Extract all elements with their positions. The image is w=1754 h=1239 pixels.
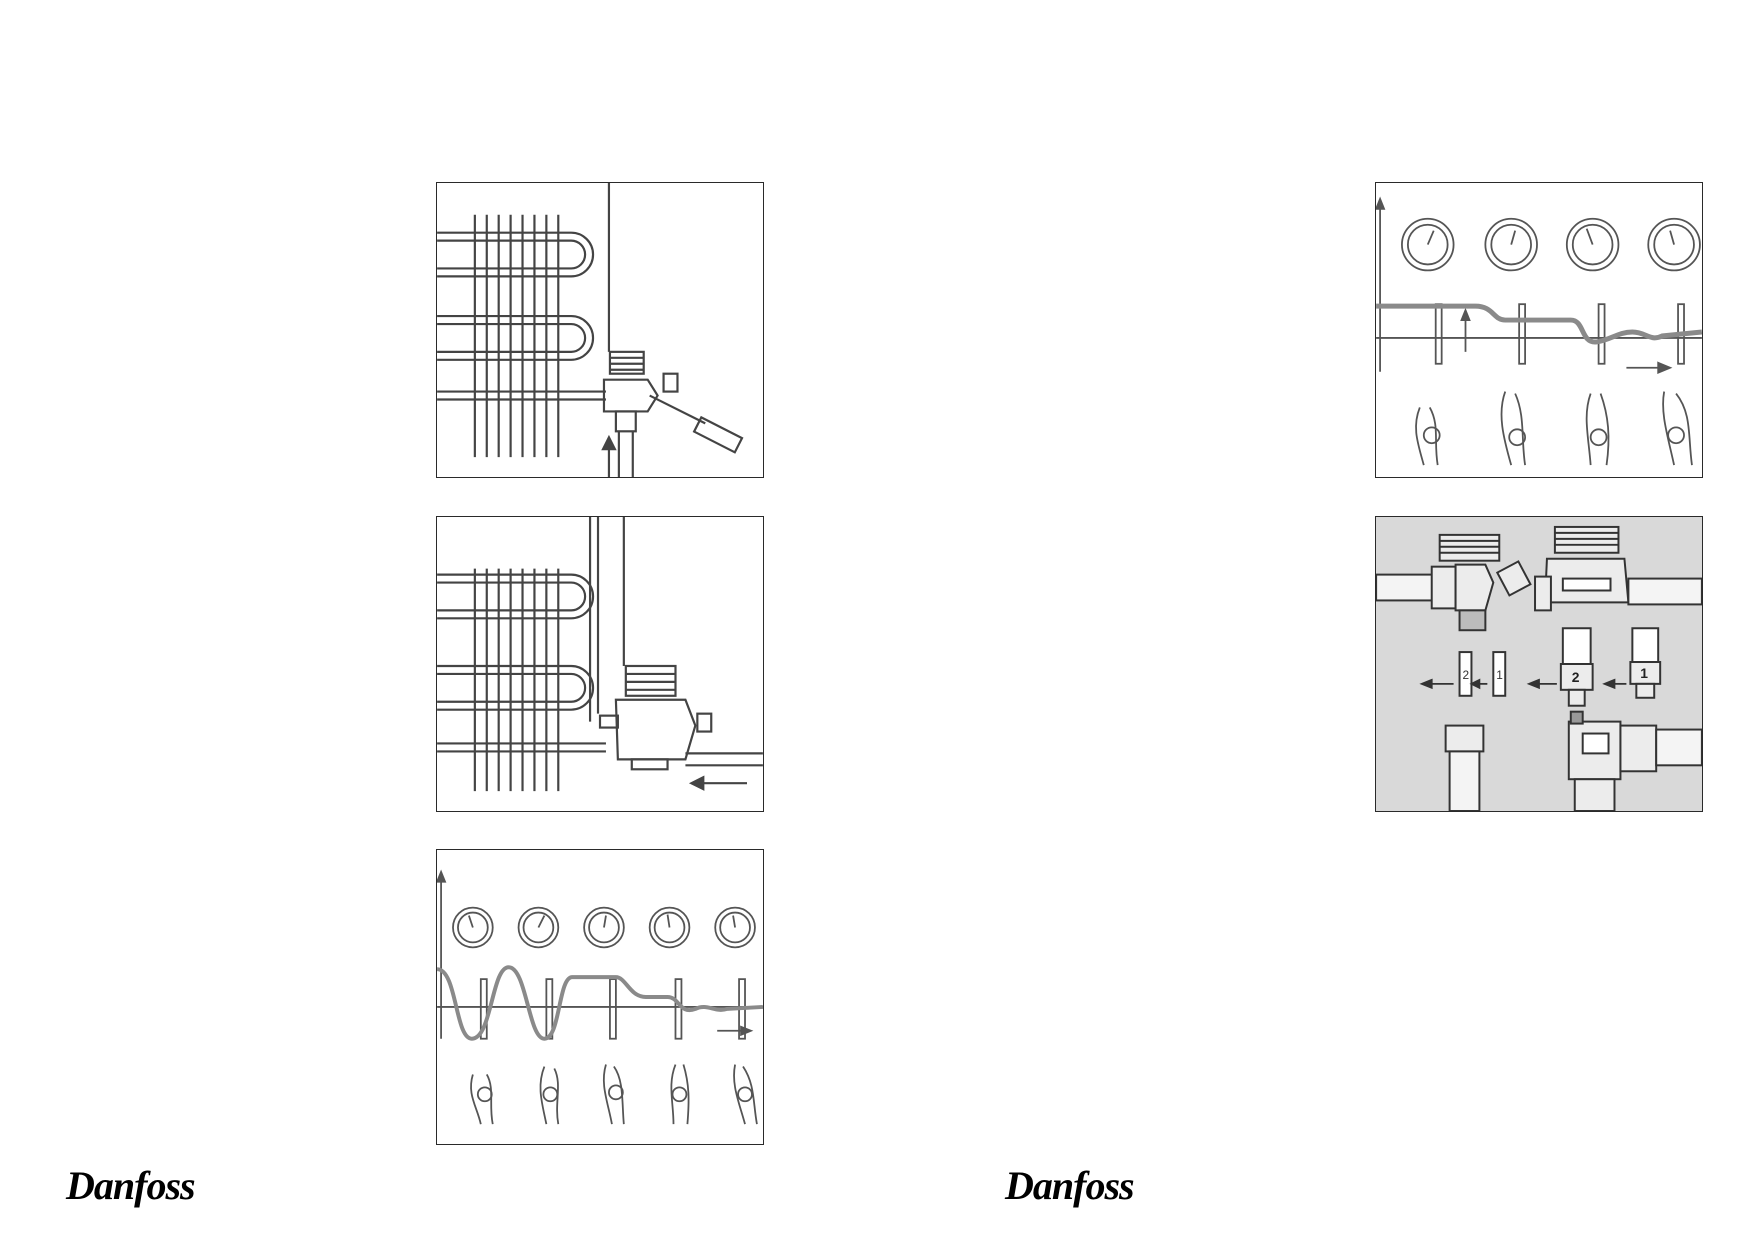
orifice-label-b: 1: [1496, 668, 1503, 682]
brand-logo-right: Danfoss: [1005, 1163, 1135, 1208]
orifice-label-d: 1: [1640, 665, 1648, 681]
orifice-label-c: 2: [1572, 669, 1580, 685]
figure-orifice-replace: 2 1 2 1: [1375, 516, 1703, 812]
figure-gauge-hunting: [436, 849, 764, 1145]
valve-orifice-exchange-icon: 2 1 2 1: [1376, 525, 1702, 811]
figure-evaporator-external: [436, 516, 764, 812]
brand-logo-left: Danfoss: [66, 1163, 196, 1208]
evaporator-valve-screwdriver-icon: [437, 183, 744, 477]
brand-logo-text: Danfoss: [1005, 1163, 1135, 1208]
figure-evaporator-adjust: [436, 182, 764, 478]
pressure-gauges-hunting-curve-icon: [437, 869, 763, 1125]
evaporator-valve-external-equalizer-icon: [437, 517, 763, 792]
orifice-label-a: 2: [1463, 668, 1470, 682]
pressure-gauges-stable-curve-icon: [1376, 196, 1702, 466]
figure-gauge-stable: [1375, 182, 1703, 478]
brand-logo-text: Danfoss: [66, 1163, 196, 1208]
